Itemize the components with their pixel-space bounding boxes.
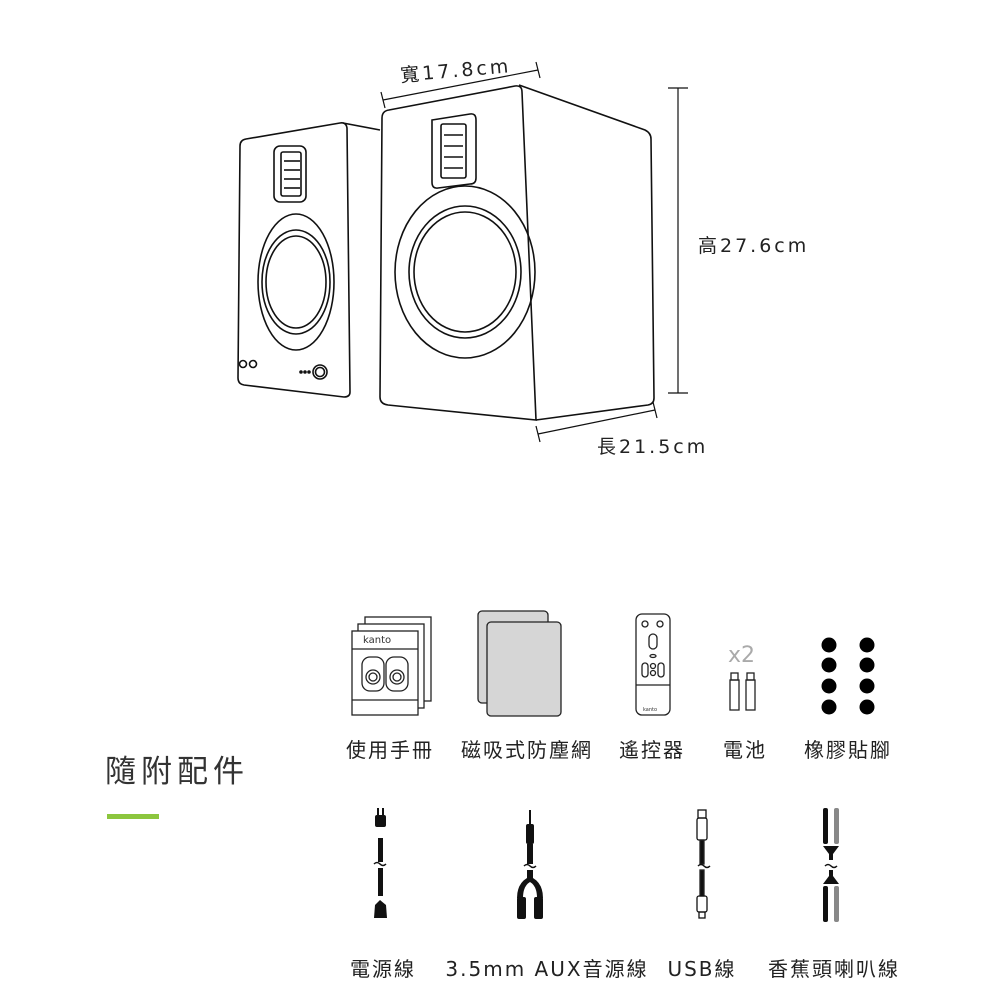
accessory-label-remote: 遙控器 bbox=[619, 738, 685, 762]
dimension-lines bbox=[380, 61, 688, 443]
remote-icon: kanto bbox=[635, 613, 671, 716]
section-title: 隨附配件 bbox=[105, 754, 249, 790]
manual-icon: kanto bbox=[351, 616, 432, 716]
accessory-label-grille: 磁吸式防塵網 bbox=[461, 738, 593, 762]
accessory-label-rubber-feet: 橡膠貼腳 bbox=[804, 738, 892, 762]
usb-cable-icon bbox=[696, 809, 711, 919]
aux-cable-icon bbox=[517, 810, 543, 919]
manual-brand: kanto bbox=[363, 635, 391, 646]
accent-bar bbox=[107, 814, 159, 819]
cable-label-usb: USB線 bbox=[667, 957, 737, 981]
power-cable-icon bbox=[373, 808, 387, 918]
height-dimension-label: 高27.6cm bbox=[698, 235, 810, 257]
battery-icon: x2 bbox=[728, 643, 756, 711]
right-speaker bbox=[379, 84, 655, 421]
accessory-label-battery: 電池 bbox=[723, 738, 767, 762]
left-speaker bbox=[237, 122, 381, 398]
grille-icon bbox=[477, 610, 562, 717]
accessory-label-manual: 使用手冊 bbox=[346, 738, 434, 762]
cable-label-speaker-wire: 香蕉頭喇叭線 bbox=[768, 957, 900, 981]
depth-dimension-label: 長21.5cm bbox=[597, 436, 709, 458]
remote-brand: kanto bbox=[643, 707, 657, 713]
cable-label-power: 電源線 bbox=[350, 957, 416, 981]
cable-label-aux: 3.5mm AUX音源線 bbox=[445, 957, 649, 981]
speaker-wire-icon bbox=[823, 808, 839, 922]
battery-quantity: x2 bbox=[728, 643, 755, 668]
rubber-feet-icon bbox=[821, 637, 875, 715]
